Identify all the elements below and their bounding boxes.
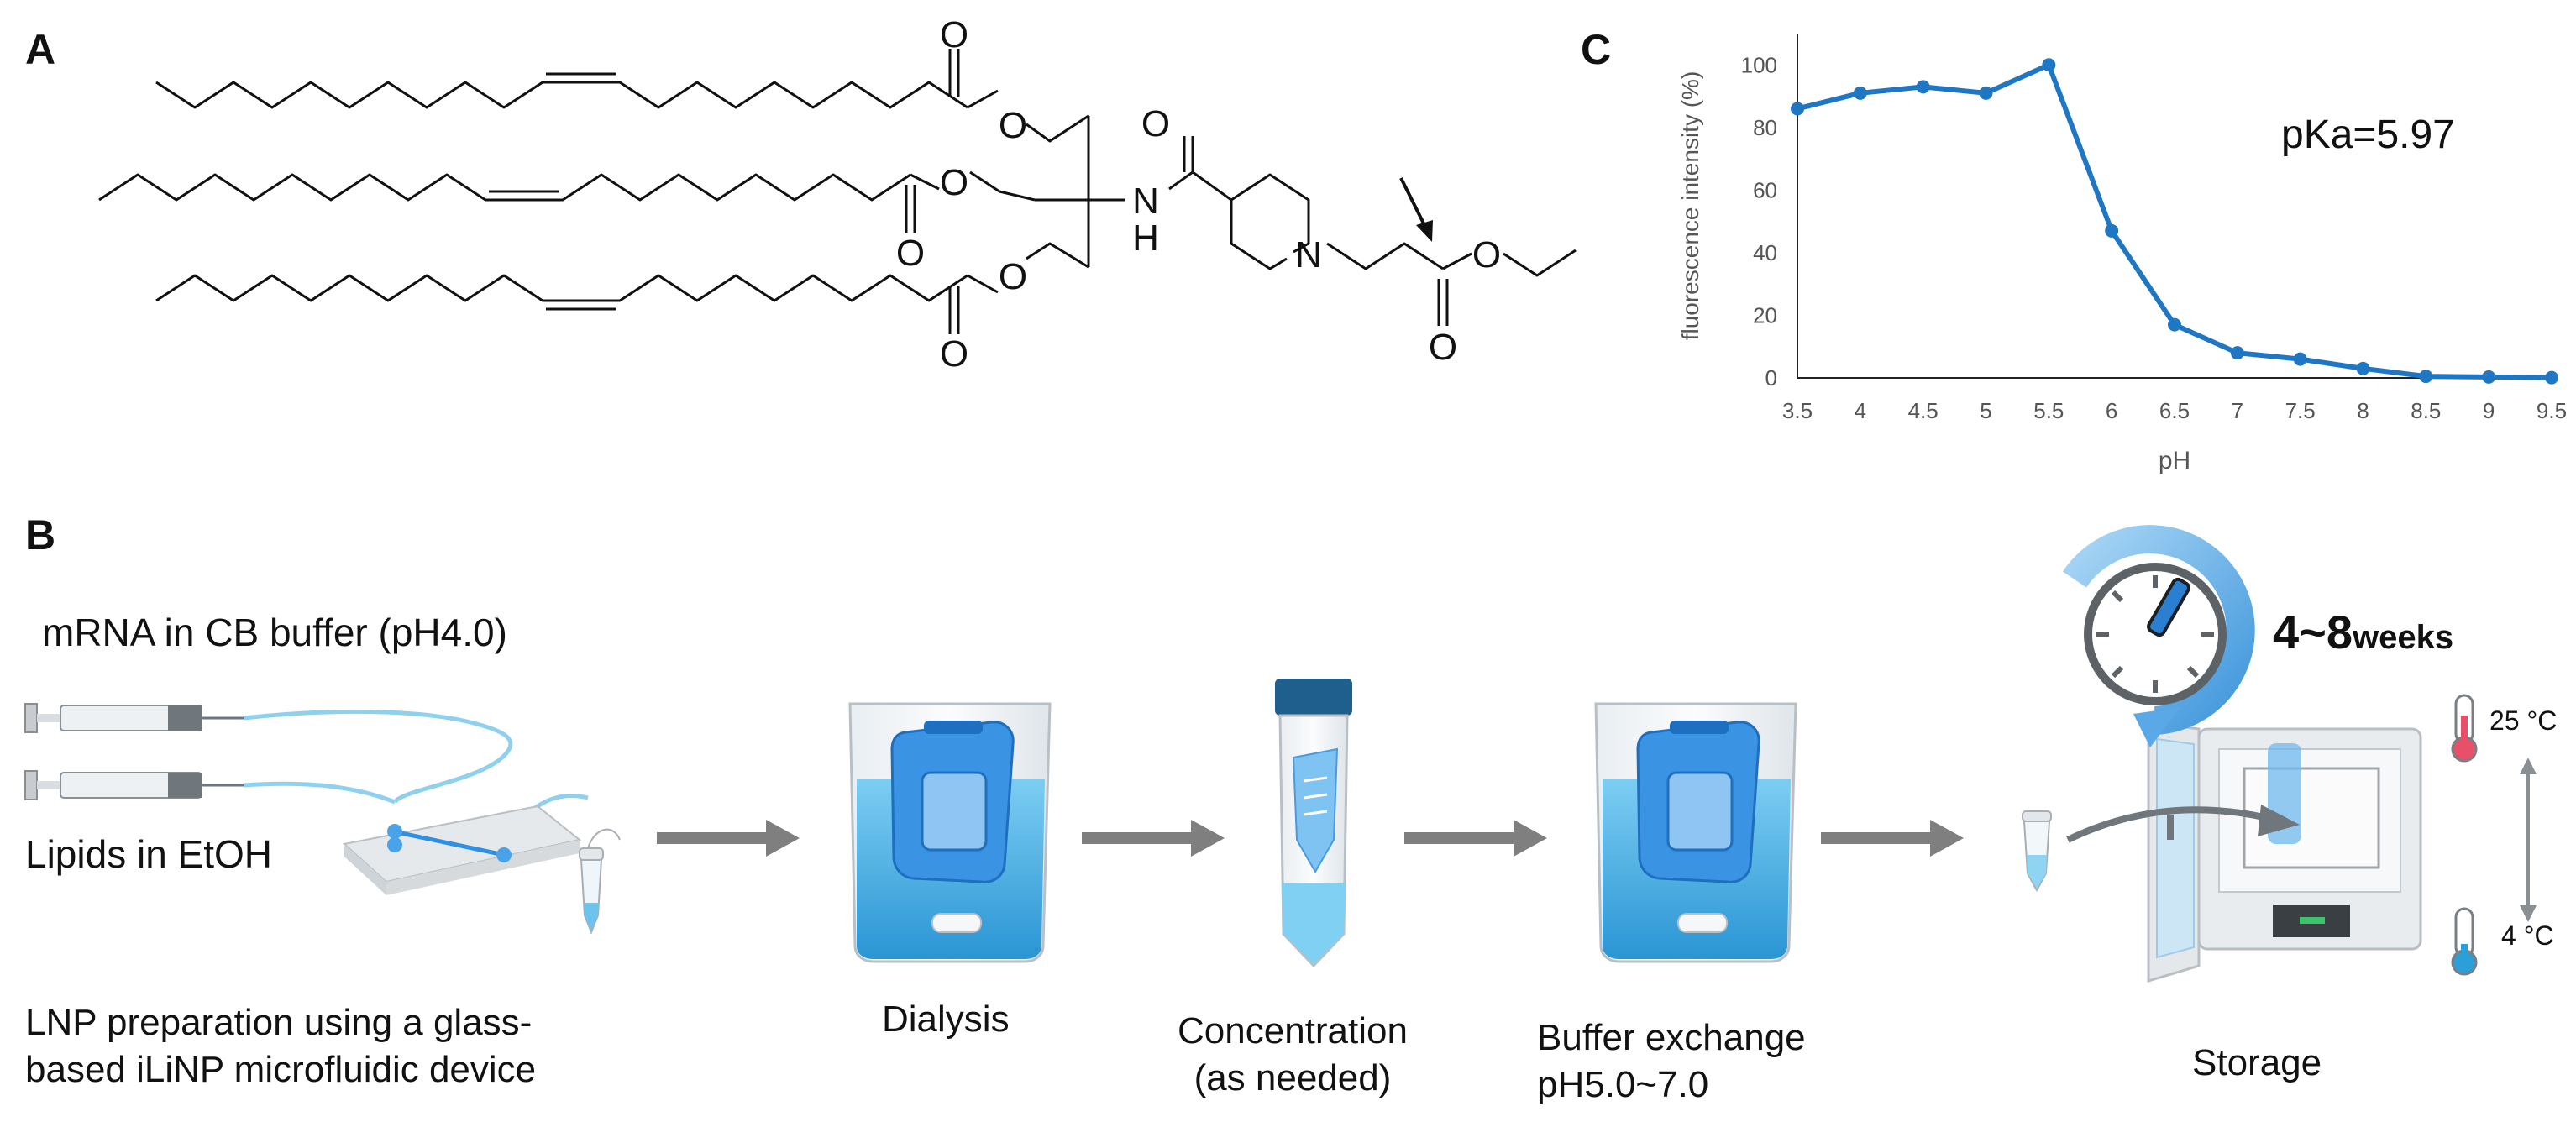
- x-tick-label: 8: [2357, 398, 2369, 423]
- x-tick-label: 4: [1855, 398, 1866, 423]
- data-point: [1791, 102, 1804, 116]
- dialysis-cassette-icon: [1636, 721, 1760, 883]
- atom-o-carbonyl-3: O: [940, 333, 968, 375]
- atom-o-ester-2: O: [940, 162, 968, 203]
- thermometer-cold-icon: [2451, 907, 2478, 976]
- dialysis-cassette-icon: [890, 721, 1015, 883]
- temperature-range-arrow: [2520, 758, 2537, 922]
- ester-highlight-arrow: [1399, 177, 1428, 229]
- sample-tube-icon: [2022, 810, 2052, 893]
- lipids-input-label: Lipids in EtOH: [25, 832, 273, 876]
- step-lnp-preparation-line1: LNP preparation using a glass-: [25, 1002, 533, 1043]
- atom-o-ester-1: O: [999, 105, 1027, 146]
- data-point: [2230, 346, 2244, 360]
- x-tick-label: 5: [1980, 398, 1991, 423]
- step-lnp-preparation-line2: based iLiNP microfluidic device: [25, 1049, 537, 1090]
- concentrator-tube-icon: [1275, 679, 1352, 968]
- panel-label-b: B: [25, 511, 56, 558]
- data-point: [2419, 370, 2433, 384]
- x-tick-label: 6: [2106, 398, 2117, 423]
- storage-duration-unit: weeks: [2353, 619, 2454, 656]
- y-tick-label: 80: [1753, 115, 1777, 140]
- x-tick-label: 7.5: [2285, 398, 2316, 423]
- temperature-high-label: 25 °C: [2489, 705, 2558, 736]
- x-tick-label: 5.5: [2033, 398, 2064, 423]
- atom-o-carbonyl-2: O: [896, 233, 925, 274]
- storage-duration: 4~8weeks: [2273, 605, 2453, 659]
- ester-highlight-arrowhead: [1416, 220, 1433, 242]
- process-arrows: [657, 820, 1964, 857]
- y-tick-labels: 0 20 40 60 80 100: [1741, 52, 1777, 391]
- syringe-lipids-icon: [24, 770, 244, 800]
- data-point: [2545, 370, 2558, 385]
- step-concentration-line1: Concentration: [1178, 1010, 1408, 1051]
- x-tick-label: 8.5: [2411, 398, 2441, 423]
- step-buffer-exchange-line2: pH5.0~7.0: [1537, 1064, 1709, 1105]
- data-point: [2168, 317, 2181, 332]
- atom-n-piperidine: N: [1295, 234, 1322, 275]
- y-axis-label: fluorescence intensity (%): [1677, 71, 1703, 341]
- x-tick-label: 3.5: [1782, 398, 1813, 423]
- x-tick-label: 9: [2483, 398, 2495, 423]
- x-tick-label: 6.5: [2159, 398, 2190, 423]
- y-tick-label: 0: [1765, 365, 1777, 391]
- buffer-exchange-beaker-icon: [1594, 702, 1797, 963]
- atom-o-ester-4: O: [1472, 234, 1501, 275]
- atom-o-carbonyl-4: O: [1429, 327, 1457, 368]
- atom-h-amide: H: [1132, 218, 1159, 259]
- pka-annotation: pKa=5.97: [2281, 113, 2455, 157]
- atom-o-carbonyl-1: O: [940, 14, 968, 55]
- atom-o-amide: O: [1141, 103, 1170, 144]
- step-dialysis-label: Dialysis: [882, 999, 1010, 1040]
- series-fluorescence: [1791, 58, 2558, 385]
- temperature-low-label: 4 °C: [2501, 920, 2554, 951]
- timer-clock-icon: [2062, 525, 2255, 747]
- y-tick-label: 60: [1753, 177, 1777, 202]
- step-lnp-preparation-label: LNP preparation using a glass- based iLi…: [25, 999, 536, 1093]
- atom-o-ester-3: O: [999, 256, 1027, 297]
- panel-label-c: C: [1581, 26, 1612, 73]
- data-point: [1853, 86, 1867, 100]
- acyl-chain-2: [98, 173, 911, 202]
- x-tick-label: 4.5: [1908, 398, 1939, 423]
- y-tick-label: 100: [1741, 52, 1777, 77]
- panel-label-a: A: [25, 26, 56, 73]
- data-point: [2482, 370, 2496, 384]
- collection-tube-icon: [579, 828, 621, 935]
- storage-incubator-icon: [2066, 721, 2422, 983]
- microfluidic-chip-icon: [342, 805, 582, 895]
- data-point: [1916, 80, 1930, 94]
- x-tick-label: 7: [2232, 398, 2243, 423]
- data-point: [2356, 361, 2370, 375]
- acyl-chain-3: [155, 274, 968, 302]
- step-concentration-label: Concentration (as needed): [1178, 1008, 1408, 1102]
- y-tick-label: 20: [1753, 302, 1777, 328]
- lipid-structure: O O O O O O N H O N O O: [98, 14, 1577, 375]
- step-storage-label: Storage: [2192, 1042, 2322, 1083]
- step-buffer-exchange-label: Buffer exchange pH5.0~7.0: [1537, 1015, 1806, 1109]
- data-point: [1979, 86, 1993, 100]
- data-point: [2293, 352, 2307, 366]
- syringe-mrna-icon: [24, 703, 244, 733]
- x-axis-label: pH: [2159, 447, 2190, 474]
- thermometer-hot-icon: [2451, 694, 2478, 763]
- fluorescence-ph-chart: 3.5 4 4.5 5 5.5 6 6.5 7 7.5 8 8.5 9 9.5 0 20 40 60 80 100…: [1677, 34, 2567, 474]
- storage-duration-value: 4~8: [2273, 606, 2353, 658]
- data-point: [2105, 223, 2119, 238]
- atom-n-amide: N: [1132, 181, 1159, 222]
- x-tick-labels: 3.5 4 4.5 5 5.5 6 6.5 7 7.5 8 8.5 9 9.5: [1782, 398, 2567, 423]
- step-concentration-line2: (as needed): [1194, 1057, 1392, 1098]
- acyl-chain-1: [155, 81, 968, 109]
- dialysis-beaker-icon: [848, 702, 1052, 963]
- y-tick-label: 40: [1753, 240, 1777, 265]
- step-buffer-exchange-line1: Buffer exchange: [1537, 1017, 1806, 1058]
- data-point: [2042, 58, 2056, 72]
- x-tick-label: 9.5: [2537, 398, 2567, 423]
- mrna-input-label: mRNA in CB buffer (pH4.0): [42, 611, 507, 654]
